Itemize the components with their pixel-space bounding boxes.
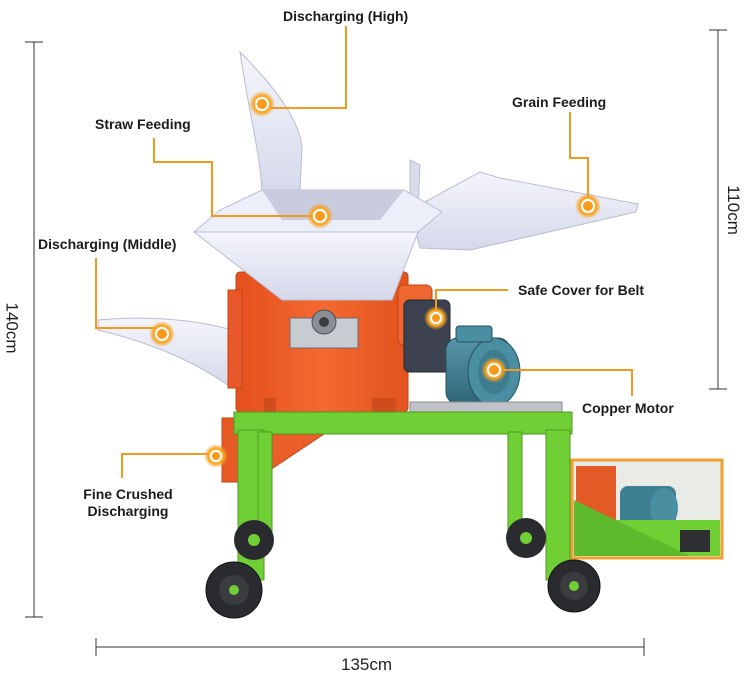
leader-discharging-high [262, 26, 347, 109]
high-discharge-chute [239, 50, 303, 199]
leader-fine-crushed [121, 453, 216, 478]
label-discharging-high: Discharging (High) [283, 8, 409, 24]
label-discharging-middle: Discharging (Middle) [38, 236, 177, 252]
dimension-height-hopper [709, 29, 727, 390]
chaff-cutter-machine [97, 50, 639, 619]
dimension-width-total [95, 638, 645, 656]
leader-copper-motor [494, 369, 633, 396]
dimension-label-width-total: 135cm [341, 655, 393, 674]
label-fine-crushed-line2: Discharging [87, 503, 169, 519]
dimension-label-height-hopper: 110cm [723, 185, 743, 235]
leader-discharging-middle [95, 258, 162, 329]
label-fine-crushed-line1: Fine Crushed [83, 486, 173, 502]
leader-grain-feeding [569, 112, 589, 206]
label-straw-feeding: Straw Feeding [95, 116, 191, 132]
wheel-front-left [205, 561, 263, 619]
dimension-height-total [25, 41, 43, 618]
label-grain-feeding: Grain Feeding [512, 94, 607, 110]
motor-detail-inset [570, 458, 724, 560]
label-copper-motor: Copper Motor [582, 400, 674, 416]
wheel-front-right [547, 559, 601, 613]
callout-markers [149, 91, 601, 468]
wheel-rear-left [234, 520, 274, 560]
dimension-label-height-total: 140cm [2, 302, 22, 354]
leader-straw-feeding [153, 138, 318, 217]
wheel-rear-right [506, 518, 546, 558]
grain-feeding-tray [409, 171, 639, 251]
label-fine-crushed-discharging: Fine Crushed Discharging [72, 486, 184, 520]
label-safe-cover-for-belt: Safe Cover for Belt [518, 282, 645, 298]
